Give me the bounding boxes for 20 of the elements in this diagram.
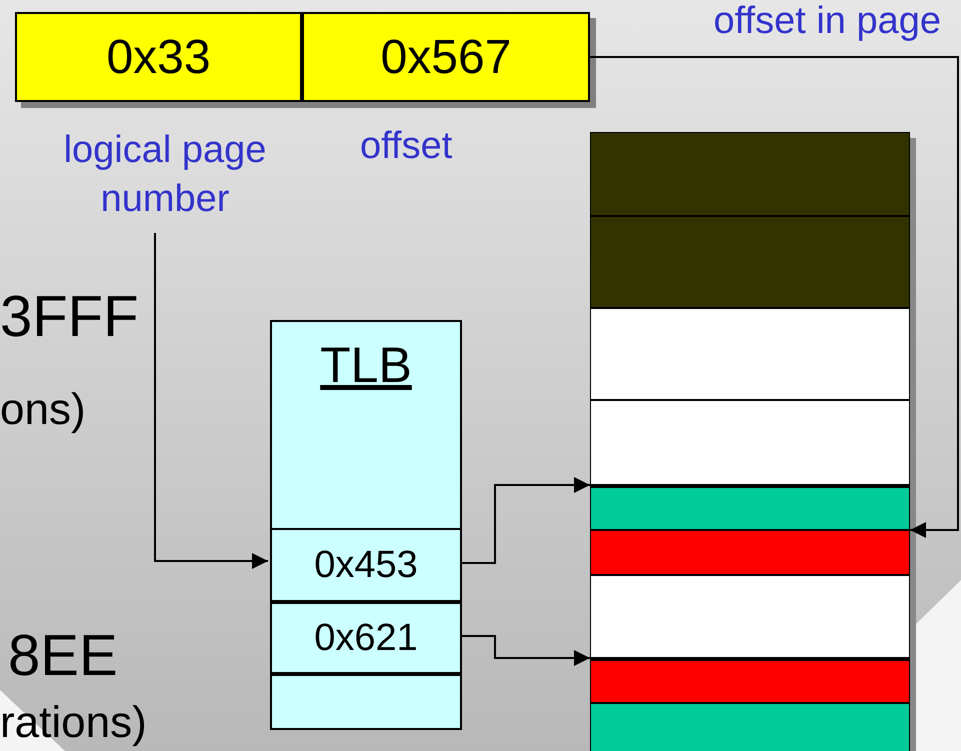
- tlb-entry: [270, 602, 462, 674]
- tlb-entry: [270, 528, 462, 602]
- table-heading: TLB: [320, 336, 412, 394]
- tlb-entry: [270, 674, 462, 730]
- edge-label: offset in page: [714, 0, 941, 43]
- arrow: [460, 635, 590, 666]
- hex-value: 0x33: [106, 30, 211, 84]
- hex-value: 0x453: [314, 544, 418, 586]
- slide-text: 3FFF: [0, 283, 139, 350]
- hex-value: 0x621: [314, 616, 418, 660]
- slide-text: rations): [0, 698, 147, 748]
- slide-text: 8EE: [8, 622, 118, 689]
- arrow: [154, 233, 268, 569]
- hex-value: 0x567: [380, 30, 512, 84]
- field-label-text: logical page number: [62, 128, 268, 222]
- slide-text: ons): [0, 385, 86, 435]
- field-label: offset: [360, 125, 452, 168]
- tlb-box: [270, 320, 462, 728]
- arrow: [590, 56, 959, 538]
- arrow: [460, 477, 590, 564]
